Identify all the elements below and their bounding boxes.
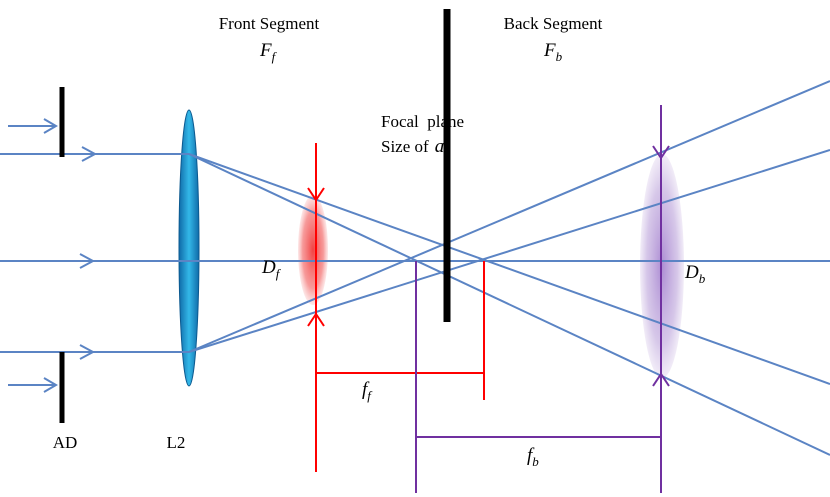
- rays: [0, 80, 830, 456]
- ray-bottom-converging: [188, 149, 830, 353]
- front-segment-title: Front Segment: [219, 14, 320, 33]
- ff-label: ff: [362, 379, 373, 403]
- db-label: Db: [684, 262, 706, 286]
- front-segment-markers: [307, 143, 485, 472]
- db-arrow-down: [652, 145, 670, 160]
- front-segment-symbol: Ff: [259, 40, 278, 64]
- ray-bottom-outgoing: [188, 80, 830, 353]
- l2-label: L2: [167, 433, 186, 452]
- l2-lens: [178, 109, 200, 387]
- df-label: Df: [261, 257, 282, 281]
- back-segment-symbol: Fb: [543, 40, 563, 64]
- focal-plane-label: Focal plane: [381, 112, 464, 131]
- df-arrow-down: [307, 187, 325, 202]
- arrow-bottom-head: [79, 344, 96, 360]
- back-segment-markers: [415, 105, 670, 493]
- arrow-bottom-outer-head: [43, 377, 58, 393]
- ray-top-converging: [188, 153, 830, 385]
- fb-label: fb: [527, 445, 539, 469]
- arrow-axis-head: [79, 253, 96, 269]
- arrow-top-head: [81, 146, 98, 162]
- ray-top-outgoing: [188, 153, 830, 456]
- db-arrow-up: [652, 372, 670, 387]
- ray-arrows: [8, 118, 98, 393]
- back-segment-title: Back Segment: [504, 14, 603, 33]
- arrow-top-outer-head: [43, 118, 58, 134]
- df-arrow-up: [307, 312, 325, 327]
- front-segment-lens: [298, 195, 328, 305]
- ad-label: AD: [53, 433, 78, 452]
